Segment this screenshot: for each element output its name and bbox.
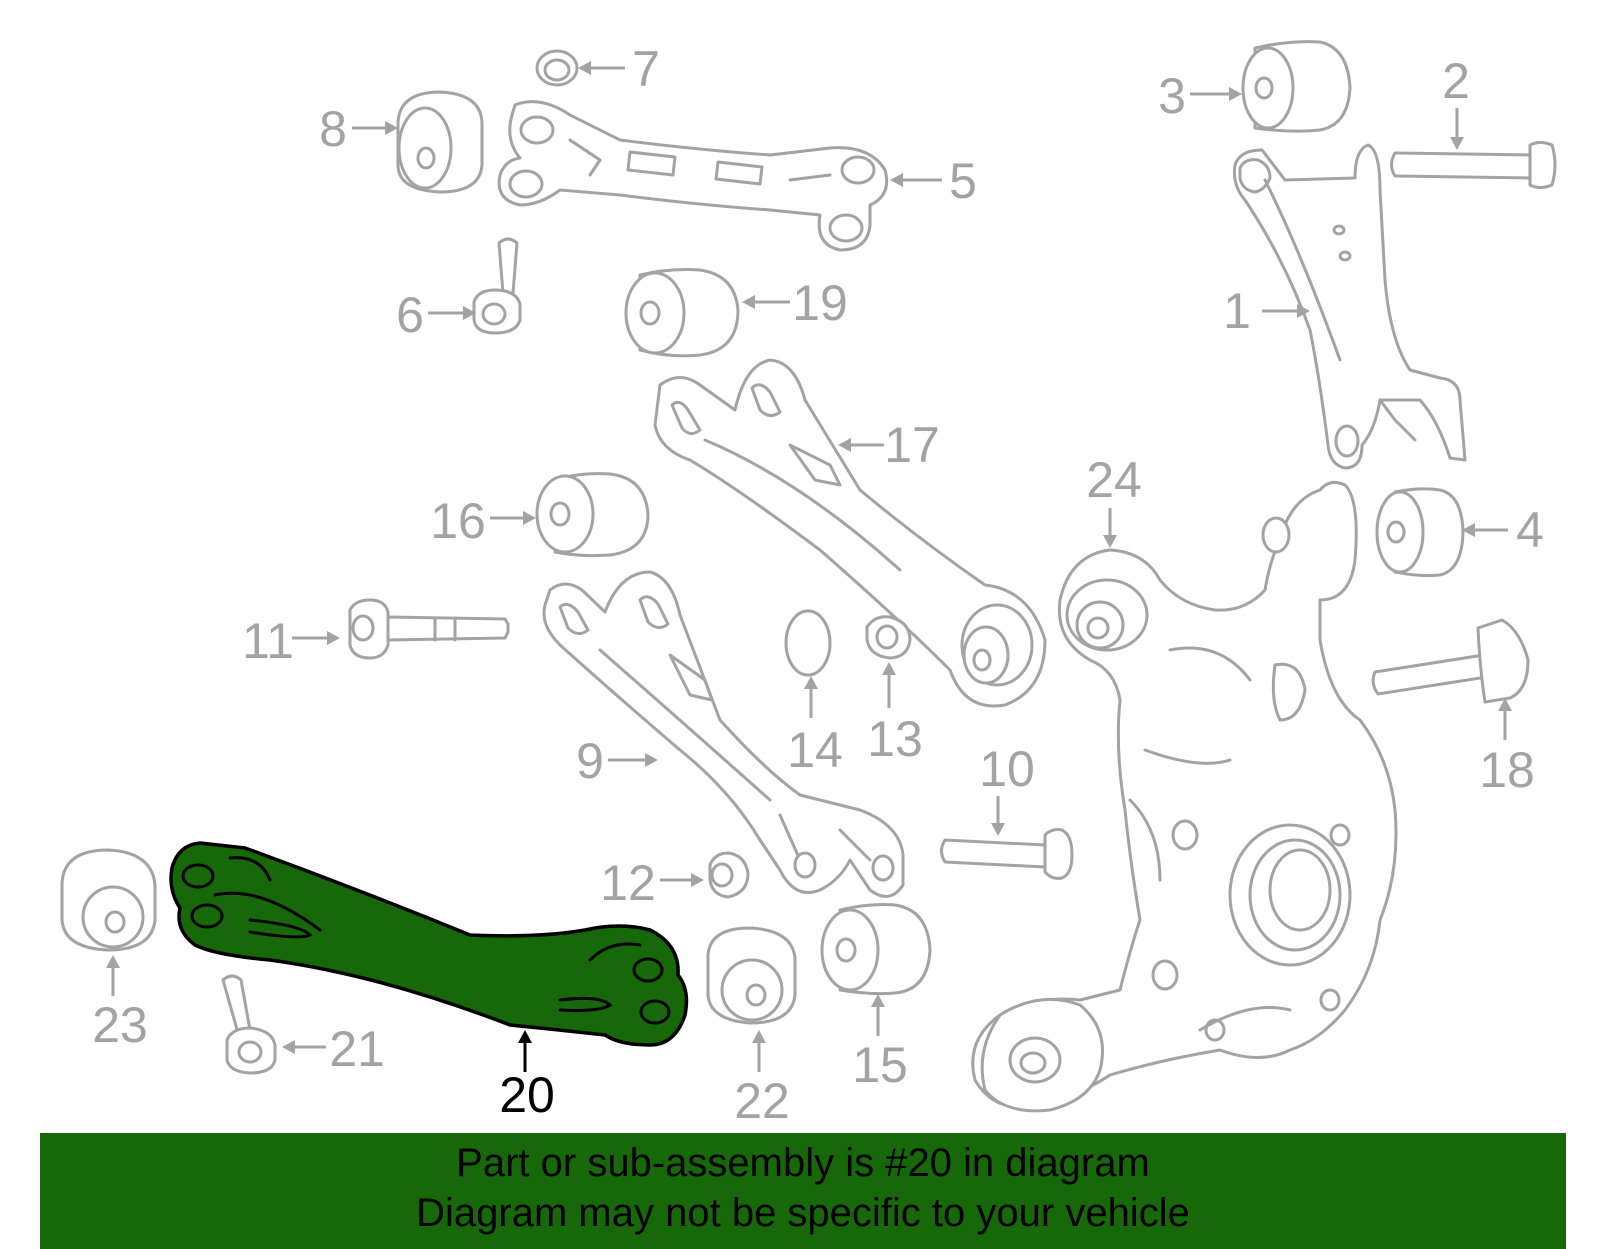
- callout-10-label: 10: [979, 741, 1035, 797]
- part-17-lower-arm: [653, 358, 1047, 708]
- callout-22-label: 22: [734, 1073, 790, 1129]
- part-13-nut: [865, 615, 912, 660]
- callout-16: 16: [430, 493, 536, 549]
- part-18-bolt: [1371, 618, 1530, 704]
- callout-5: 5: [890, 153, 977, 209]
- callout-12-label: 12: [600, 855, 656, 911]
- callout-7-label: 7: [632, 41, 660, 97]
- banner-vehicle-disclaimer: Diagram may not be specific to your vehi…: [416, 1191, 1190, 1235]
- part-4-bushing: [1375, 487, 1465, 578]
- callout-19: 19: [742, 275, 848, 331]
- part-1-bracket-arm: [1233, 143, 1467, 470]
- callout-6: 6: [396, 287, 476, 343]
- callout-11: 11: [242, 613, 340, 669]
- part-9-lower-arm: [542, 570, 905, 898]
- part-22-bushing: [706, 926, 797, 1025]
- callout-1-label: 1: [1223, 283, 1251, 339]
- part-6-bolt: [472, 237, 522, 335]
- callout-4-label: 4: [1516, 502, 1544, 558]
- callout-21: 21: [282, 1021, 385, 1077]
- callout-20: 20: [499, 1030, 555, 1123]
- callout-7: 7: [578, 41, 660, 97]
- part-15-bushing: [820, 903, 932, 996]
- callout-14-label: 14: [787, 722, 843, 778]
- part-10-bolt: [940, 828, 1074, 880]
- callout-4: 4: [1462, 502, 1544, 558]
- callout-11-label: 11: [242, 613, 294, 669]
- callout-2-label: 2: [1442, 53, 1470, 109]
- part-5-upper-arm: [497, 100, 889, 252]
- callout-5-label: 5: [949, 153, 977, 209]
- callout-24-label: 24: [1086, 452, 1142, 508]
- banner-part-notice: Part or sub-assembly is #20 in diagram: [456, 1141, 1150, 1185]
- part-16-bushing: [535, 472, 650, 558]
- callout-19-label: 19: [792, 275, 848, 331]
- callout-16-label: 16: [430, 493, 486, 549]
- callout-21-label: 21: [329, 1021, 385, 1077]
- callout-9-label: 9: [576, 733, 604, 789]
- callout-20-label: 20: [499, 1067, 555, 1123]
- callout-8-label: 8: [319, 101, 347, 157]
- part-2-bolt: [1390, 141, 1557, 189]
- callout-1: 1: [1223, 283, 1310, 339]
- callout-12: 12: [600, 855, 704, 911]
- callout-9: 9: [576, 733, 658, 789]
- callout-10: 10: [979, 741, 1035, 836]
- callout-3: 3: [1158, 68, 1242, 124]
- part-12-nut: [708, 851, 750, 899]
- callout-22: 22: [734, 1030, 790, 1129]
- part-19-bushing: [624, 268, 740, 358]
- callout-17-label: 17: [884, 417, 940, 473]
- callout-14: 14: [787, 676, 843, 778]
- callout-23: 23: [92, 955, 148, 1053]
- callout-24: 24: [1086, 452, 1142, 548]
- part-14-o-ring: [784, 609, 832, 677]
- callout-3-label: 3: [1158, 68, 1186, 124]
- callout-15-label: 15: [852, 1037, 908, 1093]
- callout-13-label: 13: [867, 711, 923, 767]
- info-banner: Part or sub-assembly is #20 in diagram D…: [40, 1133, 1566, 1249]
- callout-17: 17: [838, 417, 940, 473]
- part-8-bushing: [396, 90, 484, 194]
- part-7-nut: [535, 49, 579, 87]
- part-11-bolt: [348, 598, 510, 660]
- callout-6-label: 6: [396, 287, 424, 343]
- callout-23-label: 23: [92, 997, 148, 1053]
- callout-2: 2: [1442, 53, 1470, 150]
- part-23-bushing: [60, 848, 157, 952]
- part-24-knuckle: [971, 480, 1398, 1113]
- callout-13: 13: [867, 662, 923, 767]
- part-20-control-arm-highlighted: [169, 841, 689, 1047]
- callout-15: 15: [852, 994, 908, 1093]
- callout-18: 18: [1479, 698, 1535, 798]
- part-3-bushing: [1241, 40, 1352, 133]
- part-21-bolt: [221, 974, 277, 1075]
- callout-8: 8: [319, 101, 398, 157]
- callout-18-label: 18: [1479, 742, 1535, 798]
